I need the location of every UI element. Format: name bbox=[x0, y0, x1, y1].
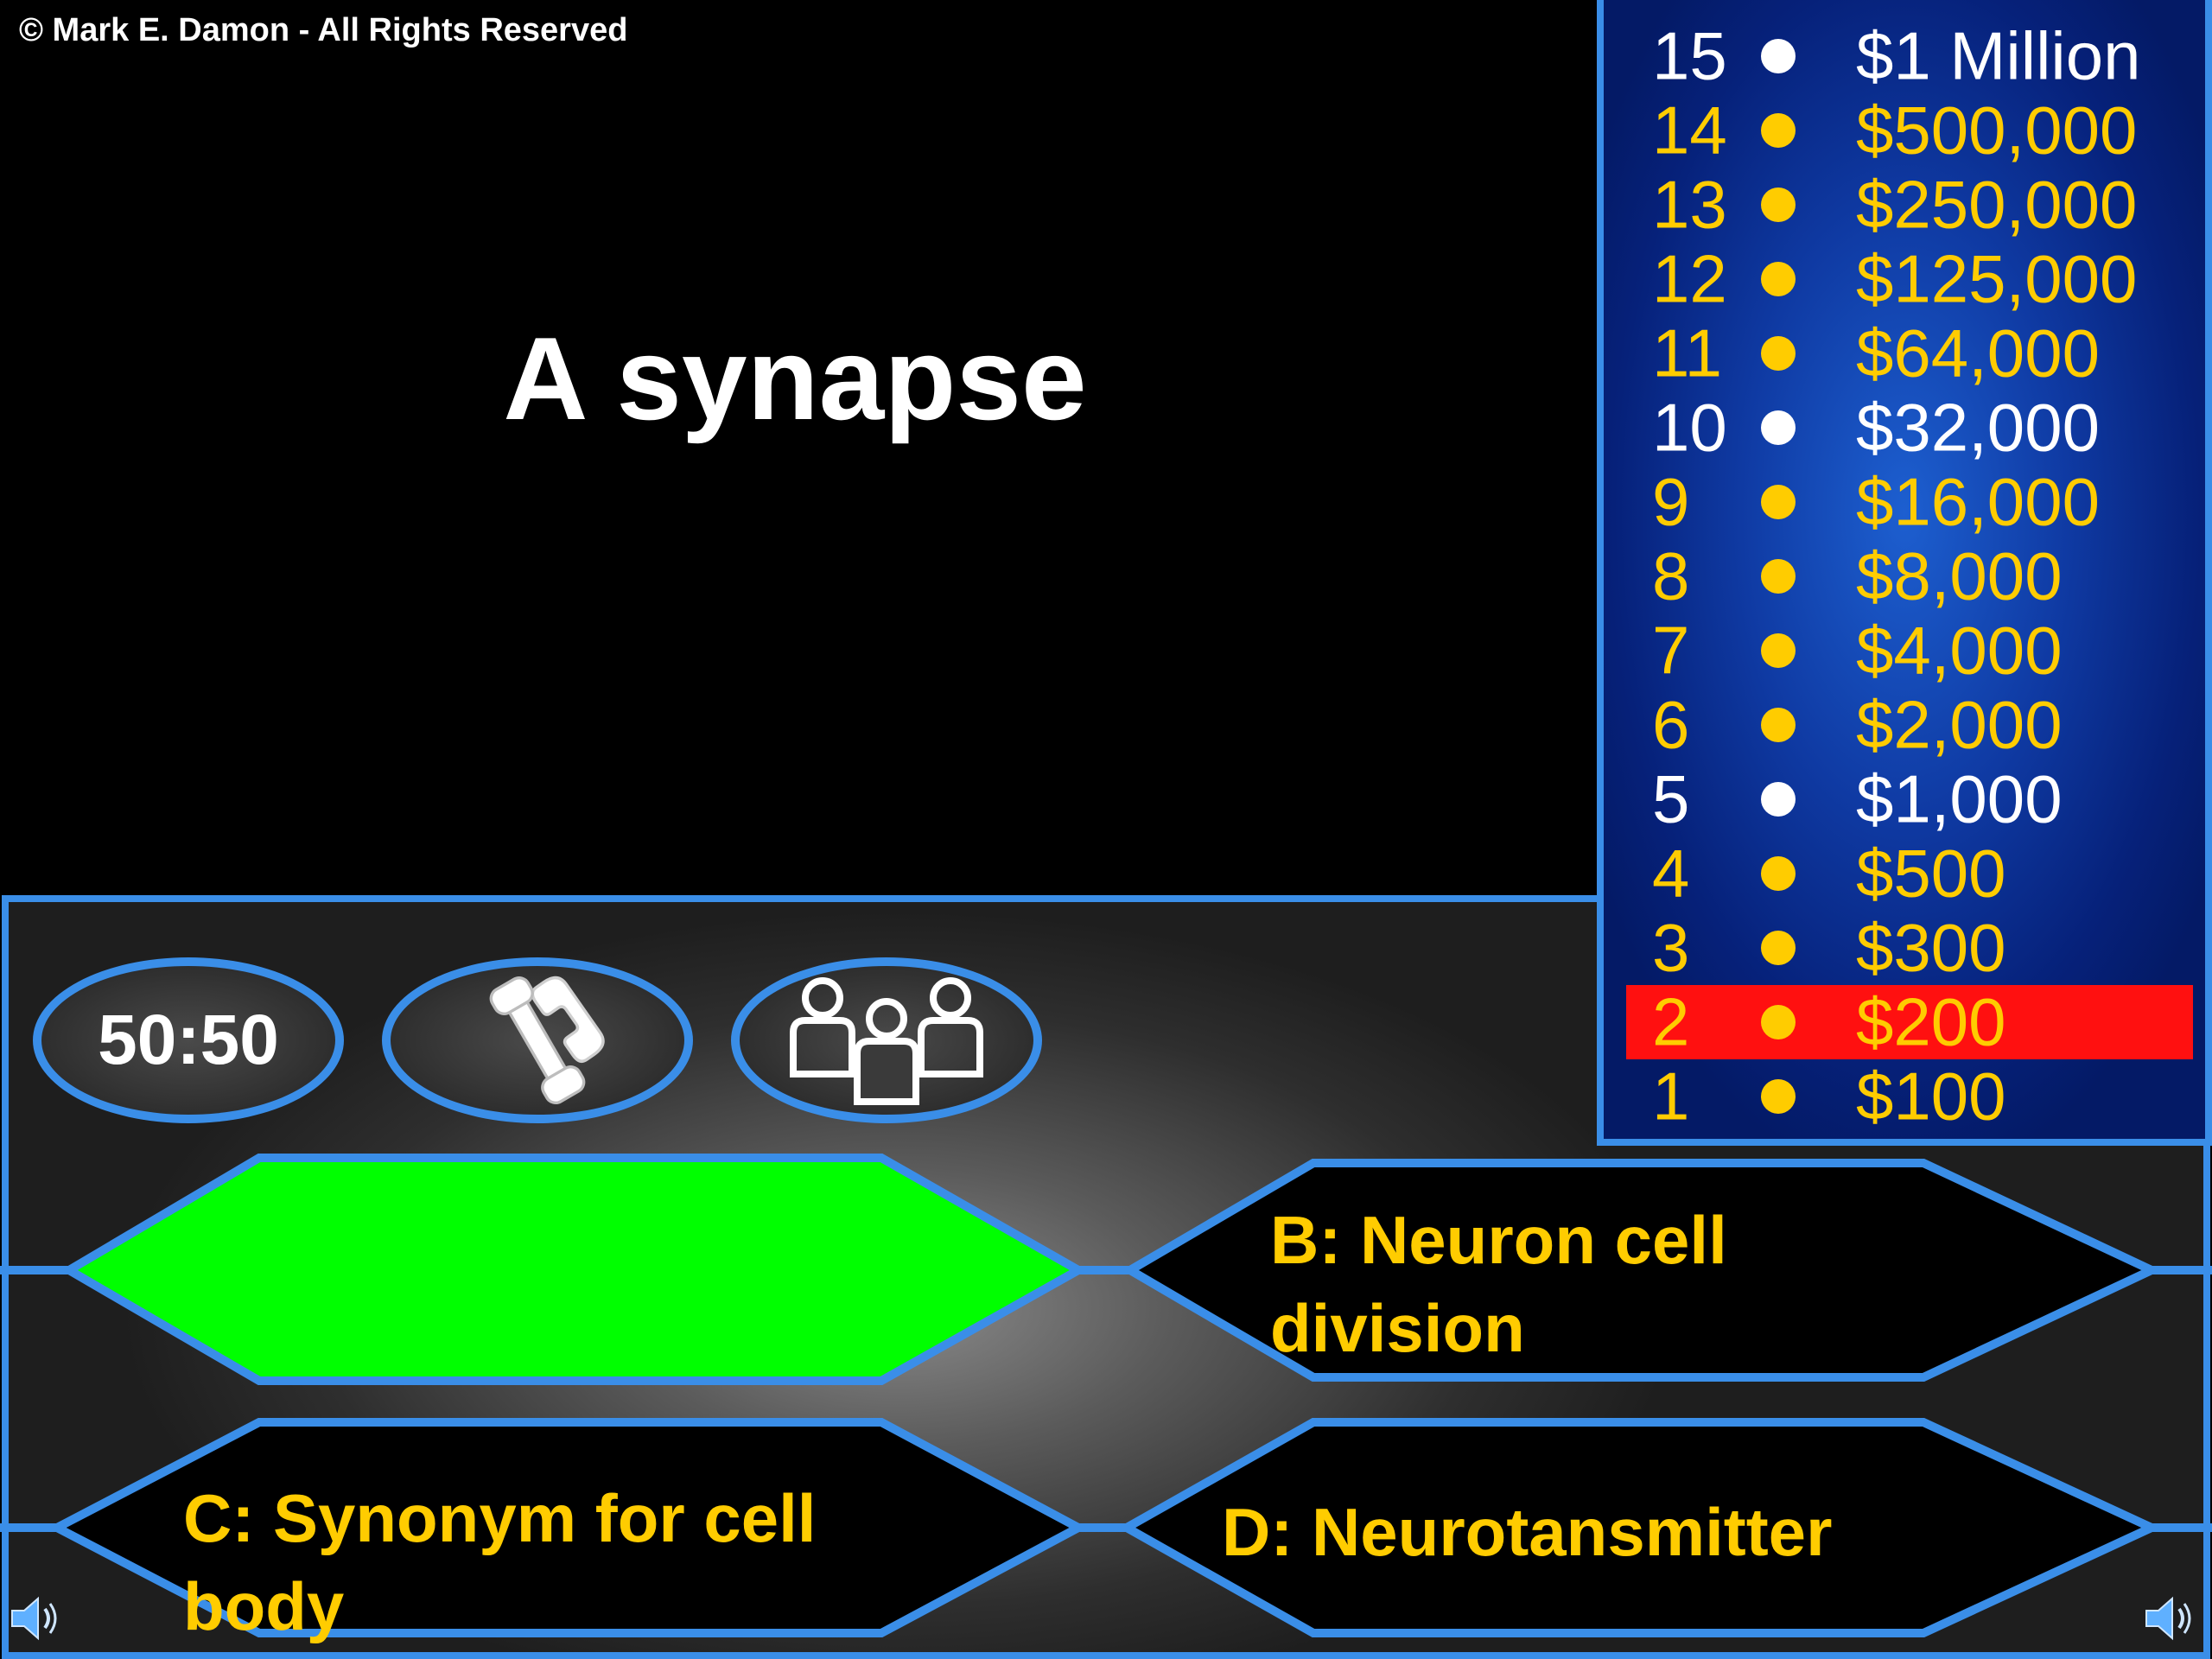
ladder-level: 3 bbox=[1652, 909, 1690, 986]
ladder-amount: $4,000 bbox=[1856, 612, 2063, 689]
answer-a-button[interactable] bbox=[60, 1154, 1088, 1385]
fifty-fifty-label: 50:50 bbox=[98, 1001, 279, 1079]
ladder-dot-icon bbox=[1761, 856, 1796, 891]
ladder-amount: $32,000 bbox=[1856, 389, 2100, 466]
ladder-dot-icon bbox=[1761, 188, 1796, 222]
answer-c-label: C: Synonym for cell body bbox=[183, 1474, 816, 1650]
ladder-level: 11 bbox=[1652, 315, 1722, 391]
answer-d-button[interactable] bbox=[1117, 1418, 2162, 1637]
ladder-rung-1: 1 $100 bbox=[1604, 1058, 2205, 1135]
ladder-dot-icon bbox=[1761, 410, 1796, 445]
ladder-rung-2: 2 $200 bbox=[1626, 983, 2193, 1060]
ladder-rung-14: 14 $500,000 bbox=[1604, 92, 2205, 168]
ladder-dot-icon bbox=[1761, 485, 1796, 519]
ladder-amount: $2,000 bbox=[1856, 686, 2063, 763]
ladder-level: 12 bbox=[1652, 240, 1727, 317]
ladder-amount: $100 bbox=[1856, 1058, 2006, 1135]
ladder-level: 8 bbox=[1652, 537, 1690, 614]
answer-c-line-2: body bbox=[183, 1568, 345, 1644]
ladder-amount: $125,000 bbox=[1856, 240, 2138, 317]
ladder-rung-10: 10 $32,000 bbox=[1604, 389, 2205, 466]
ladder-level: 4 bbox=[1652, 835, 1690, 912]
answer-b-button[interactable] bbox=[1122, 1159, 2162, 1382]
phone-icon bbox=[489, 976, 605, 1105]
ladder-dot-icon bbox=[1761, 336, 1796, 371]
ladder-level: 14 bbox=[1652, 92, 1727, 168]
ladder-amount: $300 bbox=[1856, 909, 2006, 986]
ladder-dot-icon bbox=[1761, 633, 1796, 668]
ladder-amount: $1 Million bbox=[1856, 17, 2141, 94]
audience-icon bbox=[790, 977, 983, 1105]
ladder-rung-7: 7 $4,000 bbox=[1604, 612, 2205, 689]
ladder-amount: $1,000 bbox=[1856, 760, 2063, 837]
ladder-level: 2 bbox=[1652, 983, 1690, 1060]
answer-d-line-1: D: Neurotansmitter bbox=[1222, 1494, 1833, 1570]
ladder-dot-icon bbox=[1761, 931, 1796, 965]
answer-b-line-1: B: Neuron cell bbox=[1270, 1202, 1727, 1278]
answer-d-label: D: Neurotansmitter bbox=[1222, 1488, 1832, 1576]
ladder-dot-icon bbox=[1761, 262, 1796, 296]
ladder-rung-4: 4 $500 bbox=[1604, 835, 2205, 912]
fifty-fifty-lifeline[interactable]: 50:50 bbox=[33, 957, 344, 1123]
ladder-level: 15 bbox=[1652, 17, 1727, 94]
ladder-dot-icon bbox=[1761, 113, 1796, 148]
speaker-icon[interactable] bbox=[2139, 1588, 2200, 1649]
ladder-amount: $250,000 bbox=[1856, 166, 2138, 243]
ladder-rung-3: 3 $300 bbox=[1604, 909, 2205, 986]
phone-a-friend-lifeline[interactable] bbox=[382, 957, 693, 1123]
ladder-level: 1 bbox=[1652, 1058, 1690, 1135]
answer-b-line-2: division bbox=[1270, 1290, 1525, 1366]
ladder-amount: $16,000 bbox=[1856, 463, 2100, 540]
ladder-rung-6: 6 $2,000 bbox=[1604, 686, 2205, 763]
ladder-rung-9: 9 $16,000 bbox=[1604, 463, 2205, 540]
question-text: A synapse bbox=[503, 313, 1087, 444]
ladder-level: 7 bbox=[1652, 612, 1690, 689]
ladder-amount: $500 bbox=[1856, 835, 2006, 912]
ladder-level: 6 bbox=[1652, 686, 1690, 763]
ladder-dot-icon bbox=[1761, 708, 1796, 742]
speaker-icon[interactable] bbox=[5, 1588, 66, 1649]
ladder-rung-8: 8 $8,000 bbox=[1604, 537, 2205, 614]
ladder-dot-icon bbox=[1761, 39, 1796, 73]
ask-audience-lifeline[interactable] bbox=[731, 957, 1042, 1123]
ladder-level: 5 bbox=[1652, 760, 1690, 837]
answer-c-button[interactable] bbox=[48, 1418, 1088, 1637]
ladder-rung-15: 15 $1 Million bbox=[1604, 17, 2205, 94]
ladder-level: 10 bbox=[1652, 389, 1727, 466]
ladder-amount: $8,000 bbox=[1856, 537, 2063, 614]
ladder-amount: $500,000 bbox=[1856, 92, 2138, 168]
ladder-dot-icon bbox=[1761, 1079, 1796, 1114]
copyright-text: © Mark E. Damon - All Rights Reserved bbox=[19, 12, 628, 48]
ladder-rung-11: 11 $64,000 bbox=[1604, 315, 2205, 391]
answer-c-line-1: C: Synonym for cell bbox=[183, 1480, 817, 1556]
ladder-rung-13: 13 $250,000 bbox=[1604, 166, 2205, 243]
ladder-rung-12: 12 $125,000 bbox=[1604, 240, 2205, 317]
answer-b-label: B: Neuron cell division bbox=[1270, 1196, 1727, 1372]
ladder-level: 9 bbox=[1652, 463, 1690, 540]
ladder-level: 13 bbox=[1652, 166, 1727, 243]
ladder-amount: $64,000 bbox=[1856, 315, 2100, 391]
ladder-dot-icon bbox=[1761, 782, 1796, 817]
ladder-amount: $200 bbox=[1856, 983, 2006, 1060]
ladder-rung-5: 5 $1,000 bbox=[1604, 760, 2205, 837]
ladder-dot-icon bbox=[1761, 559, 1796, 594]
ladder-dot-icon bbox=[1761, 1005, 1796, 1039]
